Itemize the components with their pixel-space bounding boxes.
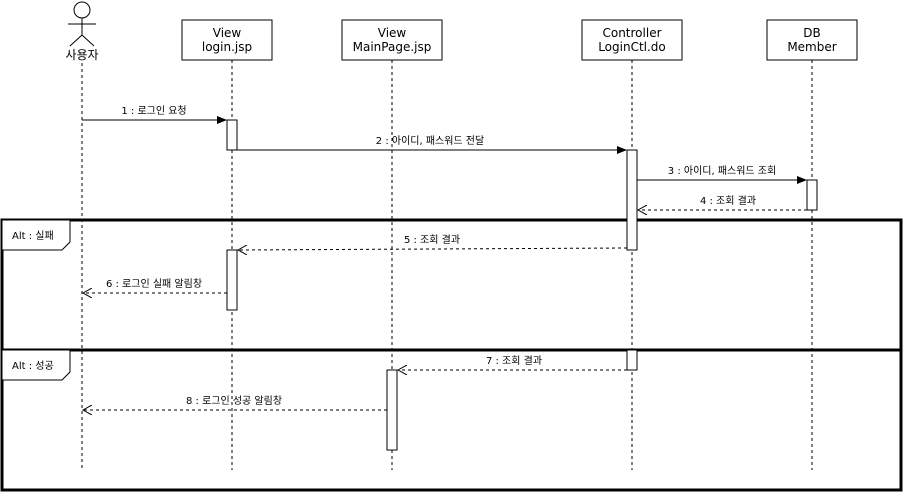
participant-db-name: Member xyxy=(787,40,836,54)
actor-user: 사용자 xyxy=(65,1,99,62)
message-2: 2 : 아이디, 패스워드 전달 xyxy=(237,134,627,154)
activation-login-2 xyxy=(226,249,238,311)
message-6-label: 6 : 로그인 실패 알림창 xyxy=(106,278,202,290)
activation-login-1 xyxy=(226,119,238,151)
participant-login: View login.jsp xyxy=(181,19,273,61)
message-4-label: 4 : 조회 결과 xyxy=(700,195,756,207)
message-7-label: 7 : 조회 결과 xyxy=(486,355,542,367)
participant-login-name: login.jsp xyxy=(202,40,252,54)
message-8: 8 : 로그인 성공 알림창 xyxy=(83,395,387,410)
message-5: 5 : 조회 결과 xyxy=(238,234,628,250)
participant-controller: Controller LoginCtl.do xyxy=(581,19,683,61)
participant-db-type: DB xyxy=(803,26,820,40)
message-1-label: 1 : 로그인 요청 xyxy=(121,105,186,117)
message-8-label: 8 : 로그인 성공 알림창 xyxy=(186,395,282,407)
activation-mainpage-1 xyxy=(386,369,398,451)
participant-controller-type: Controller xyxy=(602,26,661,40)
fragment-success: Alt : 성공 xyxy=(0,348,903,492)
participant-mainpage-type: View xyxy=(378,26,407,40)
participant-login-type: View xyxy=(213,26,242,40)
message-4: 4 : 조회 결과 xyxy=(638,195,807,210)
activation-db-1 xyxy=(806,179,818,211)
message-2-label: 2 : 아이디, 패스워드 전달 xyxy=(376,134,484,147)
message-5-label: 5 : 조회 결과 xyxy=(404,234,460,246)
message-6: 6 : 로그인 실패 알림창 xyxy=(83,278,227,293)
message-3-label: 3 : 아이디, 패스워드 조회 xyxy=(668,164,776,177)
actor-label: 사용자 xyxy=(65,48,98,62)
fragment-success-label: Alt : 성공 xyxy=(12,360,54,372)
message-1: 1 : 로그인 요청 xyxy=(82,105,227,124)
participant-mainpage: View MainPage.jsp xyxy=(341,19,443,61)
fragment-fail-label: Alt : 실패 xyxy=(12,230,54,242)
message-3: 3 : 아이디, 패스워드 조회 xyxy=(637,164,807,184)
activations xyxy=(226,119,818,451)
message-7: 7 : 조회 결과 xyxy=(398,355,627,370)
lifelines xyxy=(81,60,813,470)
participant-controller-name: LoginCtl.do xyxy=(598,40,666,54)
participant-mainpage-name: MainPage.jsp xyxy=(353,40,432,54)
participant-db: DB Member xyxy=(766,19,858,61)
activation-controller-2 xyxy=(626,349,638,371)
activation-controller-1 xyxy=(626,149,638,251)
